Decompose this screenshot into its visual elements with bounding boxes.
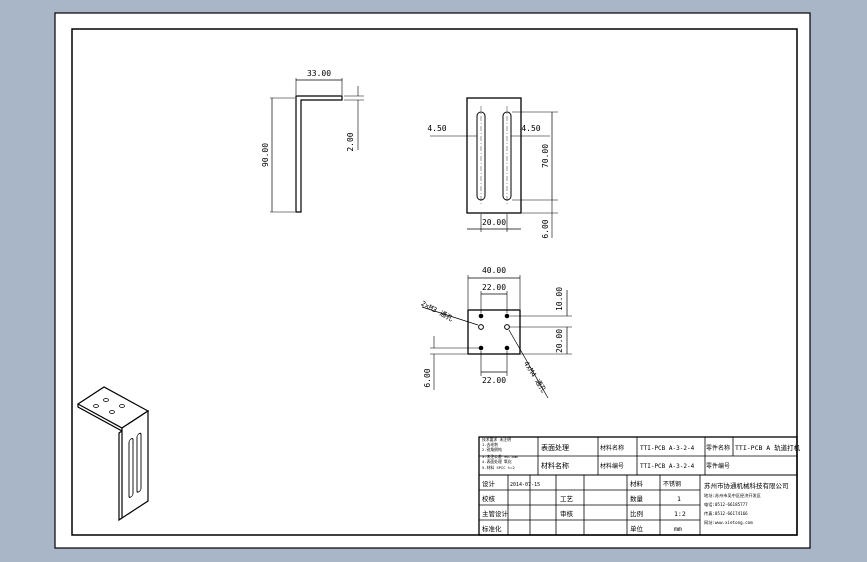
dim-top-hole-spacing-bottom: 22.00 [482, 376, 506, 385]
dim-front-right-offset: 4.50 [521, 124, 540, 133]
drawing-no: TTI-PCB A-3-2-4 [640, 445, 695, 452]
top-view [421, 275, 572, 399]
company-fax: 传真:0512-66174166 [704, 510, 748, 517]
company-addr: 地址:苏州市吴中区经济开发区 [704, 492, 761, 499]
company-name: 苏州市协通机械科技有限公司 [704, 481, 789, 490]
chief-label: 主管设计 [482, 509, 509, 518]
dim-top-right-upper: 10.00 [555, 287, 564, 311]
company-web: 网址:www.xietong.com [704, 519, 753, 526]
scale-label: 比例 [630, 509, 643, 518]
assembly-name: TTI-PCB A 轨道打机 [735, 443, 801, 452]
dim-top-left-lower: 6.00 [423, 368, 432, 387]
dim-front-bottom: 6.00 [541, 219, 550, 238]
drawing-sheet [54, 12, 811, 549]
isometric-view [76, 386, 150, 522]
unit-value: mm [674, 525, 682, 533]
surface-label: 表面处理 [541, 443, 569, 452]
dim-front-slot-spacing: 20.00 [482, 218, 506, 227]
material-no-label: 材料编号 [600, 462, 624, 470]
front-view [430, 97, 558, 238]
craft-label: 工艺 [560, 495, 574, 503]
scale-value: 1:2 [674, 510, 686, 518]
dim-front-left-offset: 4.50 [427, 124, 446, 133]
title-block [478, 436, 798, 536]
note-1: 1.去毛刺 [482, 442, 498, 447]
dim-side-thickness: 2.00 [346, 132, 355, 151]
count-label: 材料 [630, 479, 644, 488]
material-label: 材料名称 [541, 461, 569, 470]
drawing-frame [71, 28, 798, 536]
check-label: 校核 [482, 494, 496, 503]
note-3: 3.未注公差 ±0.1mm [482, 454, 518, 459]
note-0: 技术要求 未注明 [482, 437, 511, 442]
dim-top-right-lower: 20.00 [555, 329, 564, 353]
company-tel: 电话:0512-66185777 [704, 501, 748, 508]
note-4: 4.表面处理 氧化 [482, 459, 512, 464]
dim-top-width: 40.00 [482, 266, 506, 275]
dim-front-slot-length: 70.00 [541, 144, 550, 168]
side-view [270, 78, 364, 213]
part-name-label: 零件名称 [706, 444, 730, 452]
approve-label: 审核 [560, 509, 574, 518]
material-name-label: 材料名称 [600, 444, 624, 452]
unit-label: 单位 [630, 524, 644, 533]
std-label: 标准化 [482, 524, 502, 533]
part-no-label: 零件编号 [706, 462, 730, 470]
qty-value: 1 [677, 495, 681, 503]
count-value: 不锈钢 [663, 480, 681, 488]
drawing-no-2: TTI-PCB A-3-2-4 [640, 463, 695, 470]
qty-label: 数量 [630, 494, 644, 503]
design-date: 2014-07-15 [510, 482, 540, 488]
note-5: 5.材料 SPCC t=2 [482, 465, 515, 470]
note-2: 2.锐角倒钝 [482, 447, 502, 452]
tech-notes: 技术要求 未注明 1.去毛刺 2.锐角倒钝 3.未注公差 ±0.1mm 4.表面… [482, 437, 518, 470]
design-label: 设计 [482, 479, 496, 488]
dim-side-height: 90.00 [261, 143, 270, 167]
dim-top-hole-spacing-top: 22.00 [482, 283, 506, 292]
dim-side-width: 33.00 [307, 69, 331, 78]
